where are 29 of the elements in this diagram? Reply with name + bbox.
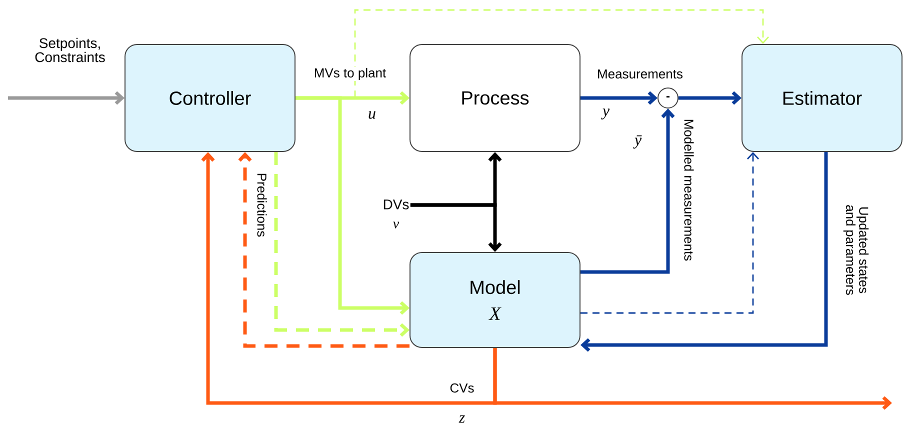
edge-label: CVs	[448, 382, 476, 394]
arrow	[8, 91, 125, 105]
arrow	[296, 9, 770, 99]
input-label: Setpoints, Constraints	[35, 38, 105, 62]
arrow	[580, 152, 828, 352]
variable-symbol: y	[601, 108, 610, 120]
edge-label: Updated states and parameters	[842, 199, 870, 301]
arrow	[410, 203, 502, 252]
variable-symbol: u	[368, 111, 376, 119]
variable-symbol: z	[458, 415, 465, 423]
edge-label: Modelled measurements	[683, 118, 695, 262]
input-label: DVs v	[384, 200, 409, 228]
process-box: Estimator	[742, 44, 902, 152]
edge-label: Measurements	[596, 68, 684, 80]
edge-label: Predictions	[256, 172, 268, 238]
arrow	[274, 152, 410, 337]
arrow	[493, 348, 892, 410]
arrow	[580, 91, 658, 105]
process-box: Controller	[124, 44, 296, 152]
arrow	[296, 96, 410, 315]
arrow	[580, 152, 760, 314]
process-box: Model X	[410, 252, 580, 348]
arrow	[580, 108, 675, 274]
arrow	[238, 152, 410, 348]
process-box: Process	[410, 44, 580, 152]
summing-junction: -	[658, 88, 678, 108]
variable-symbol: ȳ	[633, 135, 642, 149]
edge-label: MVs to plant	[312, 66, 388, 82]
arrow	[678, 91, 742, 105]
